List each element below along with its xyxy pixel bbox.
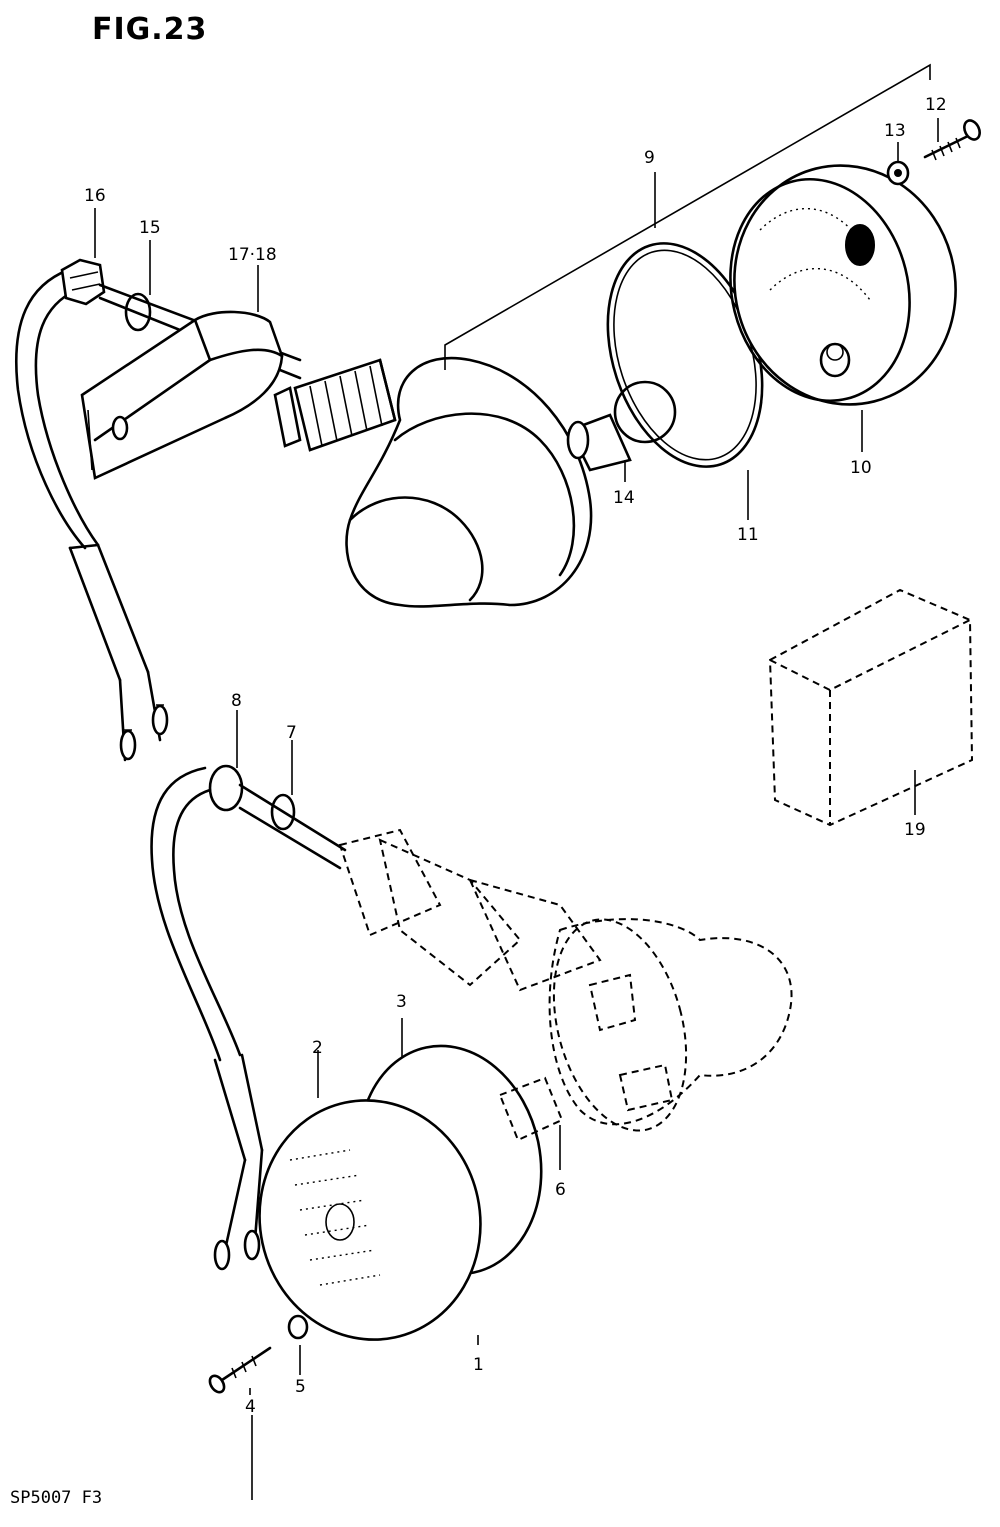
upper-socket-threaded (273, 358, 397, 452)
upper-wire-harness (14, 268, 169, 762)
callout-14: 14 (613, 488, 635, 508)
callout-17-18: 17·18 (228, 245, 277, 265)
lower-lamp-housing (548, 918, 793, 1132)
callout-5: 5 (295, 1377, 306, 1397)
spacer-part-8 (208, 764, 244, 812)
callout-19: 19 (904, 820, 926, 840)
figure-title: FIG.23 (92, 12, 208, 47)
callout-7: 7 (286, 723, 297, 743)
callout-10: 10 (850, 458, 872, 478)
callout-1: 1 (473, 1355, 484, 1375)
screw-part-4 (208, 1346, 272, 1394)
lower-wire-harness (150, 766, 264, 1271)
callout-4: 4 (245, 1397, 256, 1417)
lens-part-10 (729, 164, 957, 406)
upper-lamp-housing (345, 63, 931, 608)
callout-2: 2 (312, 1038, 323, 1058)
callout-11: 11 (737, 525, 759, 545)
bracket-part-17-18 (80, 310, 284, 480)
lower-turn-signal-assembly (150, 764, 793, 1394)
callout-labels: 16 15 17·18 9 13 12 10 11 14 8 7 19 3 2 … (84, 95, 947, 1417)
callout-13: 13 (884, 121, 906, 141)
nut-part-16 (60, 258, 106, 306)
upper-turn-signal-assembly (14, 63, 981, 762)
leader-lines (94, 118, 939, 1500)
lower-stem (238, 783, 347, 870)
figure-code: SP5007 F3 (10, 1488, 103, 1508)
callout-3: 3 (396, 992, 407, 1012)
callout-9: 9 (644, 148, 655, 168)
bulb-part-14 (566, 380, 677, 472)
screw-part-12 (923, 119, 981, 161)
lower-socket-arm (338, 828, 602, 992)
callout-15: 15 (139, 218, 161, 238)
callout-8: 8 (231, 691, 242, 711)
callout-16: 16 (84, 186, 106, 206)
relay-part-19 (768, 588, 974, 827)
washer-part-5 (287, 1314, 309, 1340)
callout-6: 6 (555, 1180, 566, 1200)
callout-12: 12 (925, 95, 947, 115)
lens-part-2 (258, 1099, 482, 1341)
